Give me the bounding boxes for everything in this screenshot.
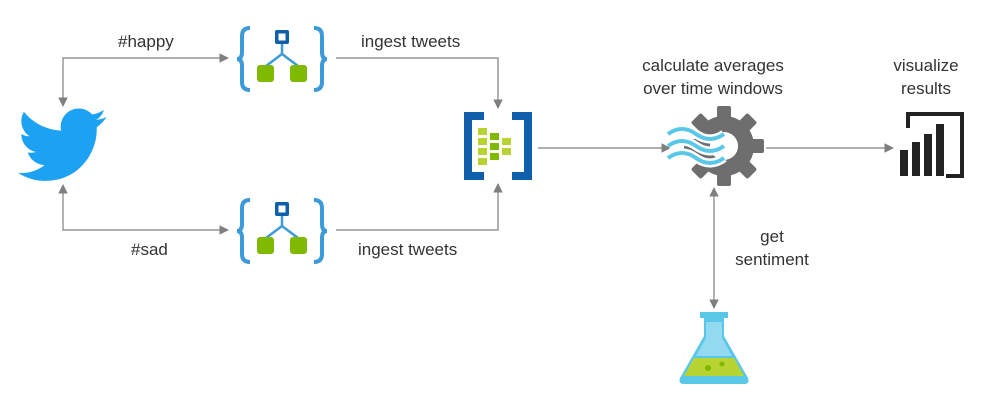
arrow-sad-to-twitter <box>58 184 229 235</box>
stream-analytics-icon <box>665 106 764 186</box>
label-viz-line1: visualize <box>893 56 959 75</box>
label-happy: #happy <box>118 32 174 51</box>
label-sad: #sad <box>131 240 168 259</box>
machine-learning-flask-icon <box>679 312 749 384</box>
label-viz-line2: results <box>900 79 952 98</box>
arrow-happy-to-twitter <box>58 53 229 107</box>
label-calc-line2: over time windows <box>643 79 783 98</box>
twitter-bird-icon <box>18 108 107 181</box>
arrow-ingest-top <box>336 57 503 109</box>
label-sentiment-line1: get <box>760 227 784 246</box>
arrow-ingest-bottom <box>336 183 503 231</box>
label-ingest-top: ingest tweets <box>361 32 461 51</box>
event-hubs-icon <box>464 112 532 180</box>
label-ingest-bottom: ingest tweets <box>358 240 458 259</box>
logic-app-icon <box>236 26 328 92</box>
label-calc-line1: calculate averages <box>642 56 784 75</box>
power-bi-icon <box>900 112 964 178</box>
label-sentiment-line2: sentiment <box>735 250 809 269</box>
logic-app-icon <box>236 198 328 264</box>
